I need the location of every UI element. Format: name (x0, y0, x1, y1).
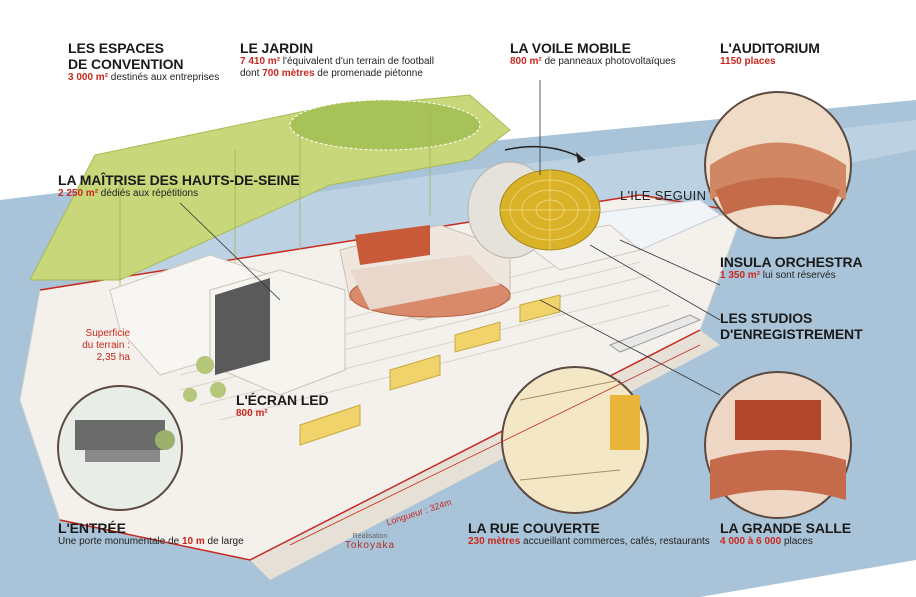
jardin-text2a: dont (240, 68, 263, 79)
led-screen (215, 278, 270, 375)
support-lines (119, 110, 431, 290)
label-ecran-led: L'ÉCRAN LED 800 m² (236, 392, 329, 420)
insula-value: 1 350 m² (720, 270, 761, 281)
hall-body (350, 255, 500, 310)
credit-line1: Réalisation (352, 533, 388, 540)
entree-title: L'ENTRÉE (58, 520, 126, 536)
inset-grande-salle (704, 371, 852, 519)
label-grande-salle: LA GRANDE SALLE 4 000 à 6 000 places (720, 520, 851, 548)
garden-lawn (289, 99, 481, 151)
dome-lattice (500, 170, 600, 250)
label-studios: LES STUDIOS D'ENREGISTREMENT (720, 310, 863, 342)
jardin-title: LE JARDIN (240, 40, 313, 56)
grande-title: LA GRANDE SALLE (720, 520, 851, 536)
espaces-text: destinés aux entreprises (108, 72, 220, 83)
label-superficie: Superficie du terrain : 2,35 ha (55, 328, 130, 364)
jardin-value2: 700 mètres (262, 68, 315, 79)
studios-title-line1: LES STUDIOS (720, 310, 813, 326)
jardin-text2b: de promenade piétonne (314, 68, 423, 79)
label-entree: L'ENTRÉE Une porte monumentale de 10 m d… (58, 520, 244, 548)
entree-value: 10 m (181, 536, 205, 547)
ecran-title: L'ÉCRAN LED (236, 392, 329, 408)
espaces-value: 3 000 m² (68, 72, 109, 83)
label-jardin: LE JARDIN 7 410 m² l'équivalent d'un ter… (240, 40, 434, 80)
auditorium-title: L'AUDITORIUM (720, 40, 820, 56)
grande-value: 4 000 à 6 000 (720, 536, 782, 547)
entree-text1: Une porte monumentale de (58, 536, 182, 547)
superficie-line1: Superficie (85, 328, 130, 339)
inset-rue (501, 366, 649, 514)
insula-text: lui sont réservés (760, 270, 836, 281)
voile-value: 800 m² (510, 56, 542, 67)
label-ile-seguin: L'ILE SEGUIN (620, 188, 707, 203)
insula-title: INSULA ORCHESTRA (720, 254, 863, 270)
credit-brand: Tokoyaka (344, 540, 396, 551)
grande-text: places (781, 536, 813, 547)
barge (608, 314, 702, 353)
label-rue-couverte: LA RUE COUVERTE 230 mètres accueillant c… (468, 520, 710, 548)
jardin-value1: 7 410 m² (240, 56, 281, 67)
label-espaces-convention: LES ESPACES DE CONVENTION 3 000 m² desti… (68, 40, 219, 84)
maitrise-title: LA MAÎTRISE DES HAUTS-DE-SEINE (58, 172, 300, 188)
maitrise-text: dédiés aux répétitions (98, 188, 199, 199)
label-insula: INSULA ORCHESTRA 1 350 m² lui sont réser… (720, 254, 863, 282)
rue-title: LA RUE COUVERTE (468, 520, 600, 536)
label-auditorium: L'AUDITORIUM 1150 places (720, 40, 820, 68)
superficie-line3: 2,35 ha (96, 352, 130, 363)
voile-text: de panneaux photovoltaïques (541, 56, 676, 67)
maitrise-value: 2 250 m² (58, 188, 99, 199)
jardin-text1: l'équivalent d'un terrain de football (280, 56, 434, 67)
espaces-title-line1: LES ESPACES (68, 40, 164, 56)
auditorium-value: 1150 places (720, 56, 776, 67)
espaces-title-line2: DE CONVENTION (68, 56, 184, 72)
label-voile-mobile: LA VOILE MOBILE 800 m² de panneaux photo… (510, 40, 676, 68)
grande-salle-stage (355, 225, 430, 265)
leader-lines (179, 80, 721, 396)
ecran-value: 800 m² (236, 408, 268, 419)
rotation-arrowhead (576, 152, 585, 163)
label-maitrise: LA MAÎTRISE DES HAUTS-DE-SEINE 2 250 m² … (58, 172, 300, 200)
studios-title-line2: D'ENREGISTREMENT (720, 326, 863, 342)
entree-text2: de large (204, 536, 244, 547)
length-dimension-line (289, 344, 701, 546)
credit: Réalisation Tokoyaka (340, 532, 400, 551)
rue-value: 230 mètres (468, 536, 521, 547)
rue-text: accueillant commerces, cafés, restaurant… (520, 536, 710, 547)
voile-title: LA VOILE MOBILE (510, 40, 631, 56)
trees (183, 356, 226, 402)
inset-entree (57, 385, 183, 511)
kiosks (299, 294, 561, 446)
inset-auditorium (704, 91, 852, 239)
superficie-line2: du terrain : (82, 340, 130, 351)
